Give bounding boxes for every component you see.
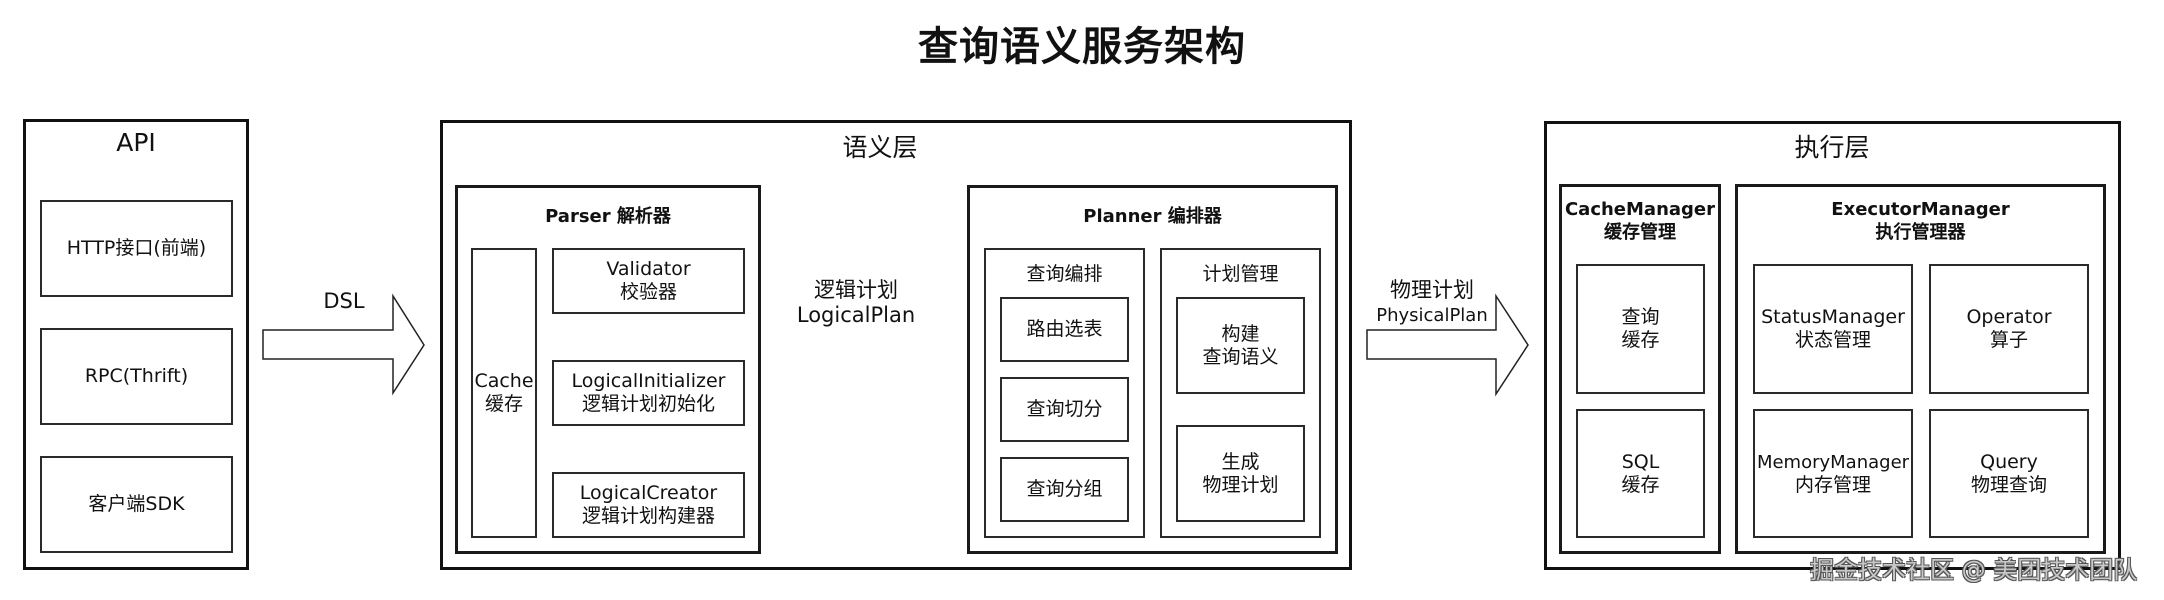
component-line: LogicalInitializer <box>571 370 726 392</box>
parser-cache-line: 缓存 <box>484 393 523 415</box>
component-line: 逻辑计划初始化 <box>581 393 715 415</box>
planner-item: 构建 查询语义 <box>1176 297 1305 394</box>
watermark: 掘金技术社区 @ 美团技术团队 <box>1810 556 2138 584</box>
executor-item-label: 内存管理 <box>1794 473 1871 496</box>
parser-title: Parser 解析器 <box>545 206 671 227</box>
cache-item-label: 缓存 <box>1621 329 1660 351</box>
executor-item-status-manager: StatusManager 状态管理 <box>1753 264 1913 394</box>
semantic-layer-label: 语义层 <box>842 133 918 162</box>
planner-item-label: 物理计划 <box>1202 473 1279 496</box>
cache-item-query: 查询 缓存 <box>1576 264 1705 394</box>
api-item-rpc: RPC(Thrift) <box>40 328 233 425</box>
planner-item: 查询分组 <box>1000 457 1129 522</box>
title-line: ExecutorManager <box>1831 199 2010 220</box>
title-line: 执行管理器 <box>1875 222 1966 243</box>
planner-item: 查询切分 <box>1000 377 1129 442</box>
parser-validator: Validator 校验器 <box>552 248 745 314</box>
dsl-arrow-label: DSL <box>294 289 394 314</box>
executor-item-label: Query <box>1980 450 2038 473</box>
arrow-label-line: LogicalPlan <box>796 303 916 327</box>
planner-item-label: 查询分组 <box>1026 478 1103 500</box>
component-line: 逻辑计划构建器 <box>581 505 715 527</box>
component-line: Validator <box>606 258 691 280</box>
executor-item-label: 算子 <box>1989 329 2028 351</box>
arrow-label-line: 物理计划 <box>1390 278 1474 302</box>
planner-item: 生成 物理计划 <box>1176 425 1305 522</box>
planner-item-label: 构建 <box>1221 322 1260 345</box>
arrow-label-line: PhysicalPlan <box>1376 305 1488 326</box>
api-item-http: HTTP接口(前端) <box>40 200 233 297</box>
planner-group-title: 查询编排 <box>1026 263 1103 285</box>
component-line: 校验器 <box>619 281 677 303</box>
logical-plan-arrow-label: 逻辑计划 LogicalPlan <box>786 278 926 328</box>
cache-item-label: 缓存 <box>1621 473 1660 496</box>
api-layer-label: API <box>116 128 156 157</box>
planner-item-label: 查询切分 <box>1026 398 1103 420</box>
api-item-label: 客户端SDK <box>88 493 185 515</box>
planner-item-label: 查询语义 <box>1202 345 1279 368</box>
planner-group-title: 计划管理 <box>1202 263 1279 285</box>
executor-item-operator: Operator 算子 <box>1929 264 2089 394</box>
planner-title: Planner 编排器 <box>1083 206 1222 227</box>
planner-item-label: 路由选表 <box>1026 318 1103 340</box>
api-item-label: HTTP接口(前端) <box>66 237 207 259</box>
parser-cache: Cache 缓存 <box>471 248 537 538</box>
cache-item-label: 查询 <box>1621 306 1660 328</box>
executor-item-query: Query 物理查询 <box>1929 409 2089 538</box>
parser-cache-line: Cache <box>474 370 534 392</box>
cache-item-sql: SQL 缓存 <box>1576 409 1705 538</box>
arrow-label-line: DSL <box>323 289 365 313</box>
api-item-label: RPC(Thrift) <box>84 365 189 387</box>
planner-item-label: 生成 <box>1221 450 1260 473</box>
execution-layer-label: 执行层 <box>1794 133 1870 162</box>
api-item-sdk: 客户端SDK <box>40 456 233 553</box>
component-line: LogicalCreator <box>579 482 718 504</box>
parser-logical-initializer: LogicalInitializer 逻辑计划初始化 <box>552 360 745 426</box>
executor-item-label: Operator <box>1966 306 2052 328</box>
planner-item: 路由选表 <box>1000 297 1129 362</box>
physical-plan-arrow-label: 物理计划 PhysicalPlan <box>1367 278 1497 328</box>
parser-logical-creator: LogicalCreator 逻辑计划构建器 <box>552 472 745 538</box>
title-line: CacheManager <box>1564 199 1716 220</box>
executor-item-label: MemoryManager <box>1756 451 1910 473</box>
executor-item-label: 状态管理 <box>1794 329 1871 351</box>
title-line: 缓存管理 <box>1604 222 1676 243</box>
executor-manager-title: ExecutorManager 执行管理器 <box>1735 198 2106 244</box>
cache-item-label: SQL <box>1621 450 1660 473</box>
executor-item-memory-manager: MemoryManager 内存管理 <box>1753 409 1913 538</box>
executor-item-label: StatusManager <box>1761 306 1905 328</box>
arrow-label-line: 逻辑计划 <box>814 278 898 302</box>
executor-item-label: 物理查询 <box>1970 473 2047 496</box>
cache-manager-title: CacheManager 缓存管理 <box>1559 198 1721 244</box>
diagram-title: 查询语义服务架构 <box>918 24 1246 70</box>
